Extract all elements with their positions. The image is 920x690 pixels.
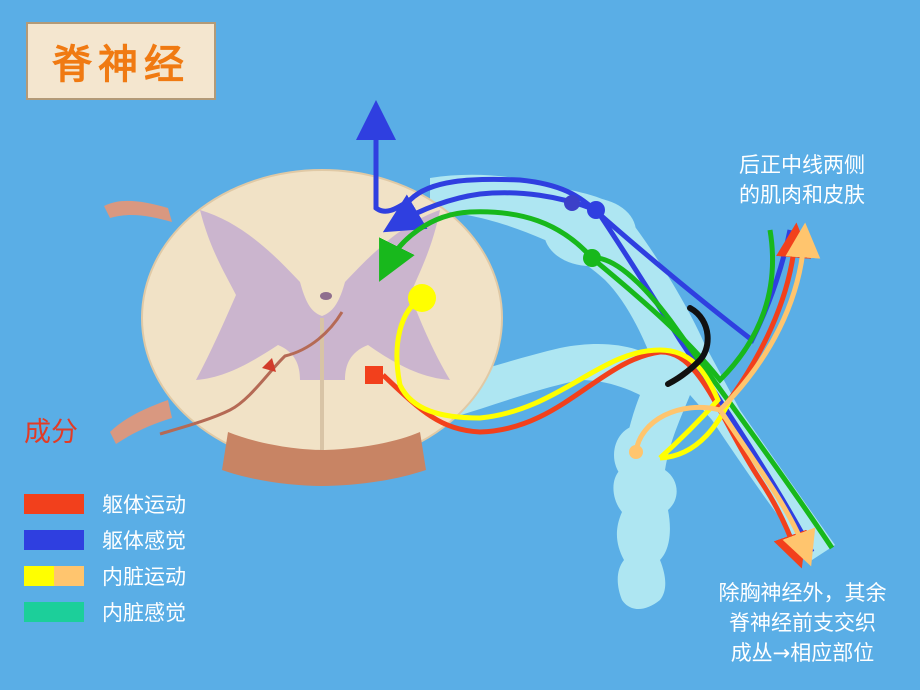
intervertebral-foramen-mark — [665, 305, 711, 387]
posterior-branch-line-2: 的肌肉和皮肤 — [739, 183, 865, 207]
legend-swatch — [24, 494, 84, 514]
visceral-sensory-neuron — [583, 249, 601, 267]
internal-neuron — [159, 311, 344, 436]
posterior-branch-line-1: 后正中线两侧 — [739, 153, 865, 177]
posterior-branch-label: 后正中线两侧 的肌肉和皮肤 — [712, 150, 892, 210]
dorsal-rootlets — [104, 200, 172, 222]
anterior-branch-line-2: 脊神经前支交织 — [729, 611, 876, 635]
somatic-motor-neuron — [365, 366, 383, 384]
legend-label: 内脏运动 — [102, 565, 186, 589]
diagram-title: 脊神经 — [52, 42, 190, 88]
ventral-root — [222, 432, 426, 486]
legend-label: 躯体运动 — [102, 493, 186, 517]
anterior-branch-label: 除胸神经外，其余 脊神经前支交织 成丛→相应部位 — [690, 578, 915, 668]
legend-item-visceral-motor: 内脏运动 — [24, 558, 186, 594]
anterior-branch-line-3: 成丛→相应部位 — [730, 641, 875, 665]
visceral-motor-post-path — [633, 404, 816, 567]
legend-item-visceral-sensory: 内脏感觉 — [24, 594, 186, 630]
somatic-sensory-neuron — [587, 201, 605, 219]
legend-swatch — [24, 566, 84, 586]
visceral-motor-path — [394, 295, 721, 460]
legend-item-somatic-motor: 躯体运动 — [24, 486, 186, 522]
legend-label: 躯体感觉 — [102, 529, 186, 553]
legend-item-somatic-sensory: 躯体感觉 — [24, 522, 186, 558]
legend: 躯体运动 躯体感觉 内脏运动 内脏感觉 — [24, 486, 186, 630]
anterior-branch-line-1: 除胸神经外，其余 — [718, 581, 887, 605]
central-canal — [320, 292, 332, 300]
ventral-rootlets — [110, 400, 172, 444]
legend-heading: 成分 — [24, 417, 78, 448]
legend-label: 内脏感觉 — [102, 601, 186, 625]
legend-swatch — [24, 602, 84, 622]
legend-swatch — [24, 530, 84, 550]
spinal-ganglion — [544, 198, 636, 266]
title-box: 脊神经 — [26, 22, 216, 100]
